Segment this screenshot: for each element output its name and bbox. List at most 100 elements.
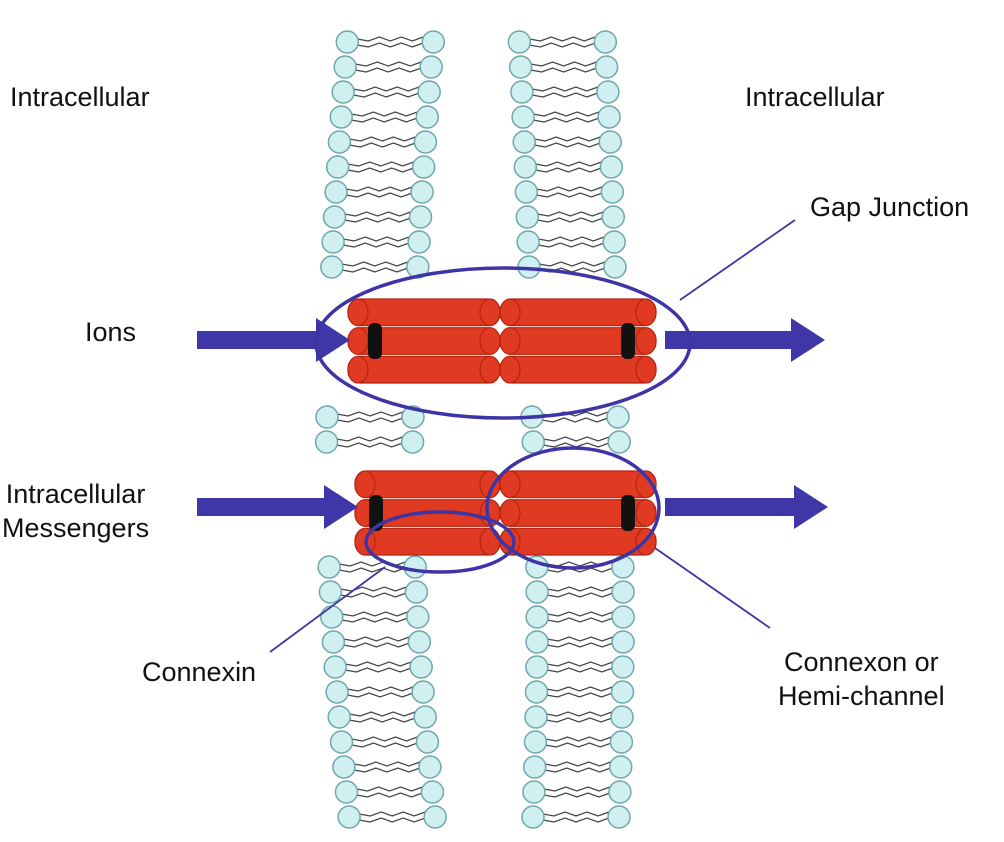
lipid-head	[521, 430, 545, 454]
leader-lines	[269, 219, 796, 653]
gap-junction-label: Gap Junction	[810, 192, 970, 222]
lipid-tails	[546, 586, 614, 598]
lipid-head	[417, 80, 441, 104]
lipid-head	[423, 805, 447, 829]
lipid-head	[331, 80, 355, 104]
connexin-subunit-end	[479, 298, 501, 327]
connexin-outline	[364, 510, 516, 574]
lipid-head	[413, 705, 437, 729]
lipid-tails	[543, 436, 610, 448]
lipid-tails	[347, 686, 414, 698]
connexin-subunit-end	[499, 499, 521, 527]
arrow-head	[791, 318, 825, 362]
lipid-head	[523, 730, 548, 754]
lipid-head	[317, 555, 341, 579]
connexin-subunit-end	[635, 470, 657, 499]
lipid-tails	[344, 211, 411, 223]
lipid-head	[329, 105, 354, 129]
lipid-head	[603, 255, 627, 279]
lipid-head	[608, 755, 633, 779]
lipid-head	[325, 680, 349, 704]
lipid-head	[525, 630, 549, 654]
lipid-tails	[349, 136, 416, 148]
lipid-tails	[343, 236, 410, 248]
left-cell-membrane	[314, 30, 447, 829]
lipid-tails	[359, 811, 426, 823]
lipid-tails	[536, 186, 603, 198]
lipid-head	[332, 755, 356, 779]
lipid-tails	[546, 661, 614, 673]
lipid-tails	[531, 86, 599, 98]
connexon-outline	[485, 446, 661, 570]
right-cell-membrane	[507, 30, 635, 829]
lipid-head	[408, 205, 433, 229]
lipid-head	[315, 405, 339, 429]
lipid-tails	[341, 261, 409, 273]
lipid-tails	[529, 36, 596, 48]
lipid-tails	[545, 711, 613, 723]
connexin-subunit	[499, 355, 657, 384]
channel-pore	[621, 495, 635, 531]
lipid-head	[420, 780, 445, 804]
lipid-tails	[345, 661, 412, 673]
lipid-head	[514, 180, 539, 204]
lipid-tails	[353, 86, 420, 98]
connexin-subunit-end	[499, 355, 521, 384]
lipid-tails	[545, 736, 612, 748]
lipid-head	[594, 55, 619, 79]
connexin-subunit-end	[499, 298, 521, 327]
messengers-label-line2: Messengers	[2, 513, 150, 543]
arrow-shaft	[197, 498, 328, 516]
lipid-tails	[546, 636, 614, 648]
lipid-head	[598, 130, 622, 154]
lipid-head	[327, 130, 352, 154]
lipid-head	[601, 205, 626, 229]
lipid-head	[525, 655, 549, 679]
lipid-head	[329, 730, 354, 754]
lipid-head	[333, 55, 357, 79]
lipid-head	[611, 630, 635, 654]
arrow-head	[324, 485, 358, 529]
lipid-head	[609, 730, 634, 754]
connexon-hemichannel-label: Connexon or Hemi-channel	[778, 645, 945, 713]
connexin-subunit	[354, 470, 501, 499]
lipid-head	[327, 705, 351, 729]
lipid-head	[411, 680, 435, 704]
channel-pore	[621, 323, 635, 359]
lipid-head	[321, 630, 346, 654]
lipid-tails	[349, 711, 416, 723]
connexin-subunit-end	[635, 499, 657, 527]
lipid-head	[323, 655, 347, 679]
lipid-head	[525, 580, 549, 604]
lipid-head	[335, 30, 360, 54]
connexin-subunit-end	[479, 327, 501, 355]
connexin-subunit-end	[479, 355, 501, 384]
lipid-head	[611, 655, 635, 679]
lipid-head	[521, 805, 545, 829]
connexin-subunit-end	[635, 355, 657, 384]
lipid-tails	[543, 786, 611, 798]
channel-pore	[369, 495, 383, 531]
gap-junction-leader	[679, 219, 796, 301]
lipid-tails	[347, 161, 414, 173]
gap-junction-outline	[314, 266, 692, 420]
lipid-head	[522, 755, 547, 779]
lipid-head	[410, 180, 434, 204]
arrow-head	[794, 485, 828, 529]
lipid-tails	[534, 136, 601, 148]
lipid-head	[513, 155, 538, 179]
lipid-head	[320, 255, 344, 279]
lipid-head	[522, 780, 546, 804]
lipid-head	[318, 580, 343, 604]
connexin-subunit	[347, 298, 501, 327]
lipid-head	[516, 230, 540, 254]
lipid-head	[507, 30, 532, 54]
lipid-tails	[336, 436, 403, 448]
lipid-tails	[544, 761, 611, 773]
arrow-shaft	[665, 498, 798, 516]
lipid-tails	[343, 636, 410, 648]
connexon-label-line1: Connexon or	[783, 647, 939, 677]
lipid-tails	[532, 111, 600, 123]
lipid-head	[325, 155, 350, 179]
